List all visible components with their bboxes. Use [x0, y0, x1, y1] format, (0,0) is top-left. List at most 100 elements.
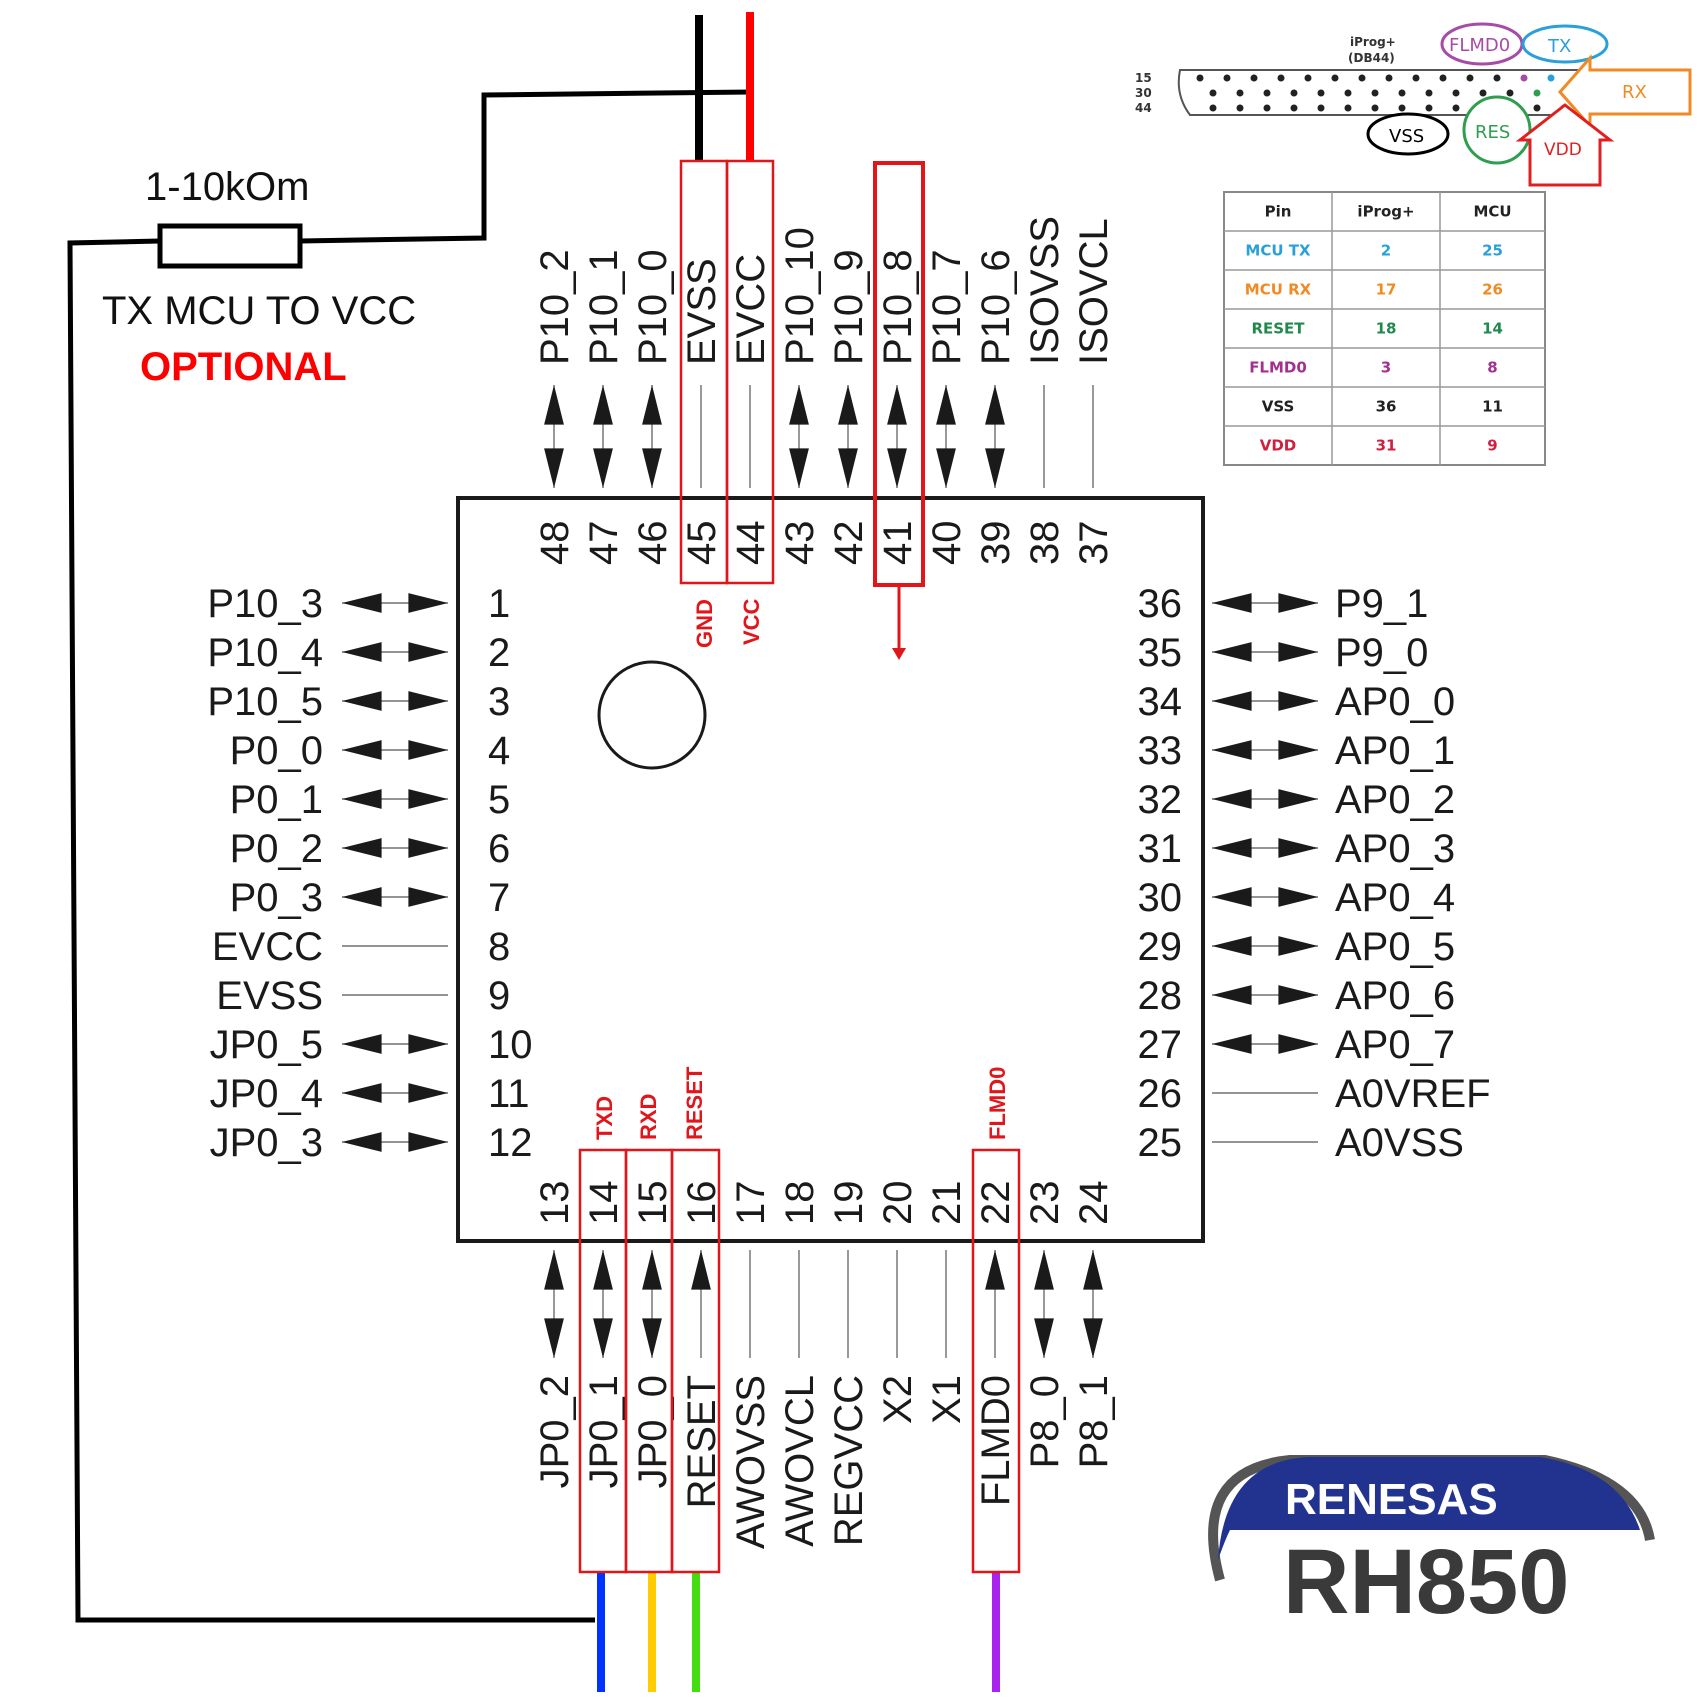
arrow-right-icon [1278, 887, 1318, 907]
pin-number: 15 [631, 1181, 675, 1226]
arrow-up-icon [642, 1250, 662, 1290]
arrow-right-icon [408, 838, 448, 858]
pin-name: P8_1 [1072, 1375, 1116, 1468]
arrow-up-icon [985, 1250, 1005, 1290]
arrow-right-icon [408, 789, 448, 809]
pin-number: 27 [1138, 1023, 1183, 1067]
highlight-pin-16 [670, 1148, 721, 1574]
pin-number: 32 [1138, 778, 1183, 822]
arrow-down-icon [838, 448, 858, 488]
pin-name: P0_2 [230, 827, 323, 871]
arrow-up-icon [1083, 1250, 1103, 1290]
pin-name: X1 [925, 1375, 969, 1424]
pin-name: JP0_0 [631, 1375, 675, 1488]
pin-number: 33 [1138, 729, 1183, 773]
pin-name: AP0_7 [1335, 1023, 1455, 1067]
connector-pin-dot [1304, 74, 1312, 82]
highlight-pin-22 [971, 1148, 1021, 1574]
connector-pin-dot [1520, 74, 1528, 82]
connector-pin-dot [1398, 89, 1406, 97]
pin-name: JP0_1 [582, 1375, 626, 1488]
chip-body [456, 496, 1205, 1243]
connector-pin-dot [1385, 74, 1393, 82]
pin-name: A0VREF [1335, 1072, 1491, 1116]
table-cell: FLMD0 [1249, 359, 1307, 377]
arrow-left-icon [342, 1034, 382, 1054]
pin-number: 18 [778, 1181, 822, 1226]
table-header-cell: MCU [1473, 203, 1511, 221]
arrow-left-icon [1212, 936, 1252, 956]
signal-label-rxd: RXD [636, 1094, 661, 1140]
connector-pin-dot [1547, 74, 1555, 82]
arrow-right-icon [408, 740, 448, 760]
pin-name: P10_0 [631, 249, 675, 365]
pin-number: 16 [680, 1181, 724, 1226]
table-cell: 11 [1482, 398, 1503, 416]
pin1-indicator [597, 660, 707, 770]
table-cell: RESET [1251, 320, 1305, 338]
logo-blue-swoosh [1218, 1457, 1640, 1560]
connector-pin-dot [1452, 89, 1460, 97]
pin-number: 2 [488, 631, 510, 675]
callout-vdd-label: VDD [1544, 140, 1582, 160]
pin-name: JP0_5 [210, 1023, 323, 1067]
connector-pin-dot [1209, 89, 1217, 97]
connector-pin-dot [1344, 104, 1352, 112]
arrow-left-icon [342, 593, 382, 613]
table-cell: VSS [1262, 398, 1295, 416]
connector-pin-dot [1479, 89, 1487, 97]
connector-pin-dot [1223, 74, 1231, 82]
pin-number: 6 [488, 827, 510, 871]
connector-pin-dot [1263, 89, 1271, 97]
resistor-symbol [157, 223, 303, 269]
table-frame [1223, 191, 1546, 466]
connector-pin-dot [1493, 74, 1501, 82]
pin-number: 44 [729, 521, 773, 566]
pin-name: ISOVCL [1072, 218, 1116, 365]
connector-pin-dot [1439, 74, 1447, 82]
pin-name: P10_5 [207, 680, 323, 724]
pin-name: ISOVSS [1023, 216, 1067, 365]
db44-connector: iProg+ (DB44) 15 30 44 FLMD0 TX RX VSS R… [1135, 22, 1692, 187]
table-cell: 2 [1381, 242, 1391, 260]
table-header-cell: Pin [1265, 203, 1292, 221]
pin-name: EVCC [729, 254, 773, 365]
pin-number: 12 [488, 1121, 533, 1165]
connector-row-label-1: 15 [1135, 71, 1152, 85]
callout-rx-label: RX [1622, 82, 1647, 103]
pin-number: 25 [1138, 1121, 1183, 1165]
pin-name: P10_2 [533, 249, 577, 365]
callout-flmd0-label: FLMD0 [1449, 35, 1510, 56]
arrow-left-icon [342, 887, 382, 907]
connector-pin-dot [1236, 89, 1244, 97]
pin-name: P8_0 [1023, 1375, 1067, 1468]
pin-number: 34 [1138, 680, 1183, 724]
pin-name: EVCC [212, 925, 323, 969]
pin-number: 5 [488, 778, 510, 822]
pin-number: 9 [488, 974, 510, 1018]
resistor-circuit: 1-10kOm TX MCU TO VCC OPTIONAL [67, 89, 753, 1623]
pin-number: 14 [582, 1181, 626, 1226]
pin-name: EVSS [680, 258, 724, 365]
connector-row-label-3: 44 [1135, 101, 1152, 115]
connector-pin-dot [1466, 74, 1474, 82]
pin-number: 38 [1023, 521, 1067, 566]
pin-number: 39 [974, 521, 1018, 566]
table-cell: 14 [1482, 320, 1503, 338]
arrow-up-icon [544, 385, 564, 425]
pin-number: 42 [827, 521, 871, 566]
pin-name: P9_1 [1335, 582, 1428, 626]
arrow-down-icon [544, 448, 564, 488]
pin-name: P0_0 [230, 729, 323, 773]
connector-pin-dot [1412, 74, 1420, 82]
pin-name: EVSS [216, 974, 323, 1018]
arrow-right-icon [408, 691, 448, 711]
arrow-right-icon [408, 1083, 448, 1103]
pin-number: 20 [876, 1181, 920, 1226]
table-cell: 25 [1482, 242, 1503, 260]
arrow-down-icon [1034, 1318, 1054, 1358]
table-cell: VDD [1260, 437, 1297, 455]
arrow-right-icon [1278, 740, 1318, 760]
arrow-right-icon [1278, 985, 1318, 1005]
